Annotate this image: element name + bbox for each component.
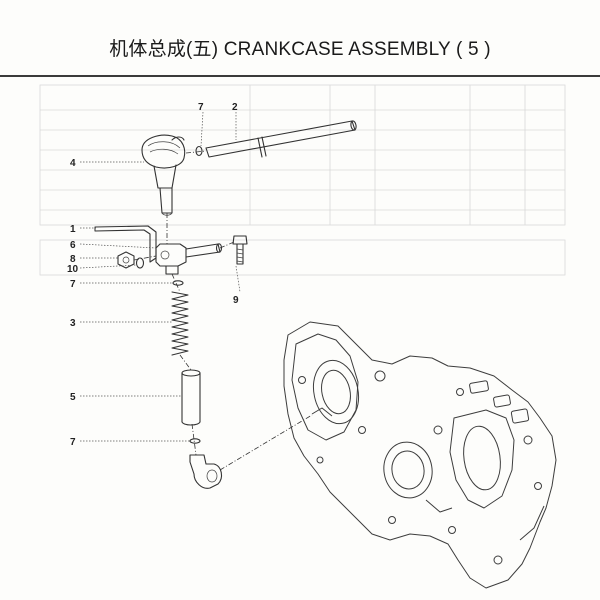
part-7-lower-o-ring [189,438,201,444]
callout-2: 2 [232,102,238,113]
callout-7-middle: 7 [70,279,76,290]
part-7-upper-o-ring [195,145,203,157]
callout-leaders [79,111,241,442]
callout-7-upper: 7 [198,102,204,113]
crankcase-housing [283,321,557,589]
part-9-bolt [232,235,248,265]
part-2-dipstick-tube [205,120,357,158]
part-10-washer [135,257,145,269]
part-3-spring [171,291,189,356]
part-5-tube [181,369,201,426]
page-title: 机体总成(五) CRANKCASE ASSEMBLY ( 5 ) [109,39,491,60]
part-1-bracket [94,225,157,263]
part-6-tee-block [155,243,223,275]
callout-6: 6 [70,240,76,251]
elbow-fitting [189,454,223,489]
assembly-centerlines [133,150,313,471]
title-divider [0,75,600,77]
part-4-dipstick-cap [141,134,186,216]
bleed-through-table [39,84,566,276]
callout-1: 1 [70,224,76,235]
callout-3: 3 [70,318,76,329]
callout-7-lower: 7 [70,437,76,448]
part-7-middle-o-ring [172,280,184,286]
callout-labels: 7 2 4 1 6 8 10 7 9 3 5 7 [67,102,239,448]
callout-10: 10 [67,264,79,275]
callout-4: 4 [70,158,76,169]
part-8-nut [117,251,135,269]
callout-9: 9 [233,295,239,306]
callout-8: 8 [70,254,76,265]
callout-5: 5 [70,392,76,403]
